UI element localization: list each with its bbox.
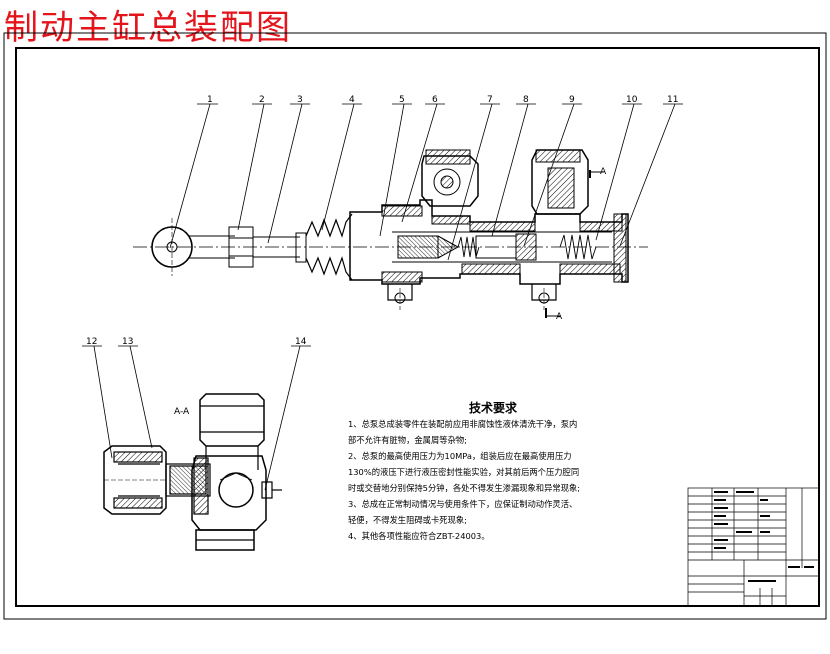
- requirement-line: 1、总泵总成装零件在装配前应用非腐蚀性液体清洗干净，泵内: [348, 419, 578, 429]
- requirement-line: 2、总泵的最高使用压力为10MPa，组装后应在最高使用压力: [348, 451, 572, 461]
- title-block: [687, 487, 820, 607]
- requirement-line: 4、其他各项性能应符合ZBT-24003。: [348, 531, 490, 541]
- part-label-5: 5: [399, 95, 405, 105]
- requirement-line: 3、总成在正常制动情况与使用条件下，应保证制动动作灵活、: [348, 499, 578, 509]
- requirement-line: 部不允许有脏物，金属屑等杂物;: [348, 435, 467, 445]
- part-number-labels: 1 2 3 4 5 6 7 8 9 10 11 12 13 14: [86, 95, 678, 347]
- section-mark-bottom: A: [556, 312, 563, 322]
- part-label-2: 2: [259, 95, 265, 105]
- part-label-7: 7: [487, 95, 493, 105]
- requirement-line: 轻便，不得发生阻碍或卡死现象;: [348, 515, 467, 525]
- part-label-12: 12: [86, 337, 97, 347]
- leader-lines: [82, 103, 683, 491]
- technical-requirements: 技术要求 1、总泵总成装零件在装配前应用非腐蚀性液体清洗干净，泵内 部不允许有脏…: [348, 400, 598, 544]
- main-view: [133, 149, 648, 318]
- section-view: [103, 393, 282, 551]
- technical-requirements-title: 技术要求: [468, 401, 517, 415]
- part-label-14: 14: [295, 337, 307, 347]
- part-label-8: 8: [523, 95, 529, 105]
- part-label-10: 10: [626, 95, 638, 105]
- part-label-1: 1: [207, 95, 213, 105]
- inner-frame: [15, 47, 820, 607]
- section-mark-top: A: [600, 167, 607, 177]
- requirement-line: 时或交替地分别保持5分钟，各处不得发生渗漏现象和异常现象;: [348, 483, 581, 493]
- drawing-title: 制动主缸总装配图: [4, 8, 292, 48]
- part-label-9: 9: [569, 95, 575, 105]
- requirement-line: 130%的液压下进行液压密封性能实验，对其前后两个压力腔同: [348, 467, 580, 477]
- outer-frame: [3, 32, 827, 620]
- part-label-3: 3: [297, 95, 303, 105]
- part-label-6: 6: [432, 95, 438, 105]
- part-label-4: 4: [349, 95, 355, 105]
- part-label-13: 13: [122, 337, 133, 347]
- part-label-11: 11: [667, 95, 678, 105]
- section-view-title: A-A: [174, 407, 190, 417]
